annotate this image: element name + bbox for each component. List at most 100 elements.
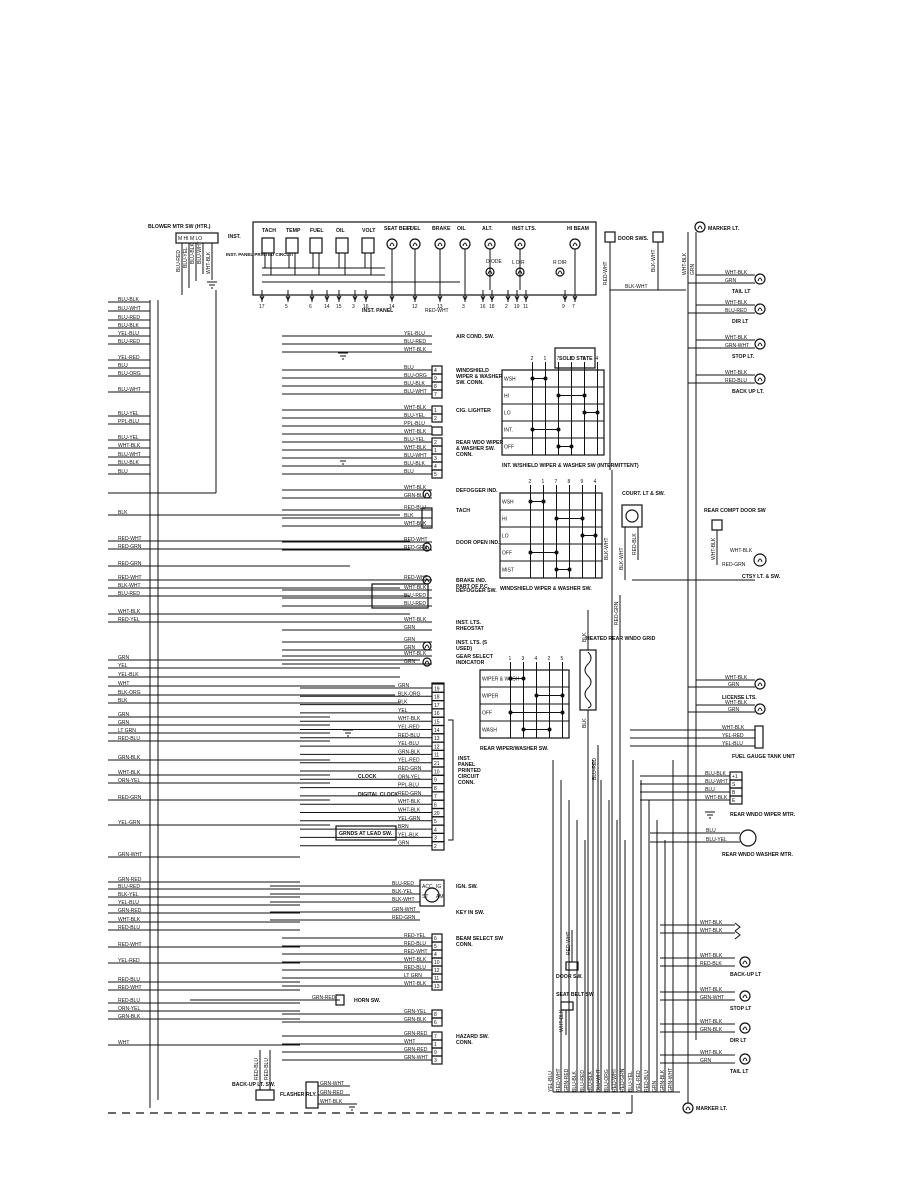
component-label: HORN SW. bbox=[354, 998, 381, 1004]
r-dir-label: R DIR bbox=[553, 260, 567, 266]
bottom-bus-label: RED-WHT bbox=[612, 1068, 618, 1092]
grid-col-label: 4 bbox=[594, 479, 597, 485]
component-wire-label: BLU bbox=[404, 469, 414, 475]
component-wire-label: BLU-RED bbox=[392, 881, 414, 887]
component-label-line: DEFOGGER IND. bbox=[456, 488, 498, 494]
component-wire-label: BLU-WHT bbox=[404, 453, 427, 459]
left-wire-label: RED-BLU bbox=[118, 736, 140, 742]
left-wire-label: YEL-GRN bbox=[118, 820, 141, 826]
pin-number: 10 bbox=[434, 960, 440, 966]
gauge-coil-icon bbox=[286, 238, 298, 253]
panel-pin-number: 12 bbox=[412, 304, 418, 310]
pin-number: 6 bbox=[434, 803, 437, 809]
grid-contact-dot bbox=[522, 677, 526, 681]
component-label-line: DOOR OPEN IND. bbox=[456, 540, 500, 546]
rear-compt-wire-label: WHT-BLK bbox=[730, 548, 753, 554]
grid-contact-dot bbox=[581, 534, 585, 538]
light-label: DIR LT bbox=[732, 319, 749, 325]
component-label-line: CONN. bbox=[456, 942, 473, 948]
grid-contact-dot bbox=[561, 711, 565, 715]
clock-label: CLOCK bbox=[358, 774, 377, 780]
grid-col-label: 2 bbox=[531, 356, 534, 362]
grid-row-label: OFF bbox=[482, 711, 492, 717]
connector-wire-label: RED-GRN bbox=[398, 791, 422, 797]
lamp-filament-icon bbox=[573, 243, 577, 246]
grid-row-label: WASH bbox=[482, 728, 497, 734]
flasher-label: FLASHER RLY. bbox=[280, 1092, 317, 1098]
left-wire-label: BLK bbox=[118, 510, 128, 516]
lamp-icon bbox=[570, 239, 580, 249]
pin-number: 3 bbox=[434, 836, 437, 842]
lighter-icon bbox=[432, 427, 442, 435]
bottom-bus-label: YEL-BLU bbox=[548, 1071, 554, 1092]
grid-contact-dot bbox=[596, 411, 600, 415]
panel-pin-number: 17 bbox=[259, 304, 265, 310]
connector-arrow-icon bbox=[735, 923, 740, 939]
component-wire-label: RED-YEL bbox=[404, 933, 426, 939]
lamp-filament-icon bbox=[743, 995, 747, 998]
panel-pin-number: 18 bbox=[489, 304, 495, 310]
left-wire-label: GRN-BLK bbox=[118, 1014, 141, 1020]
bottom-bus-label: GRN-WHT bbox=[668, 1068, 674, 1092]
left-wire-label: GRN-RED bbox=[118, 908, 142, 914]
l-dir-label: L DIR bbox=[512, 260, 525, 266]
lamp-label: BRAKE bbox=[432, 226, 451, 232]
connector-label-line: CONN. bbox=[458, 780, 475, 786]
left-wire-label: YEL-BLK bbox=[118, 672, 139, 678]
grid-col-label: 1 bbox=[544, 356, 547, 362]
left-wire-label: RED-WHT bbox=[118, 575, 142, 581]
pin-number: 16 bbox=[434, 711, 440, 717]
grid-contact-dot bbox=[561, 694, 565, 698]
connector-wire-label: GRN bbox=[398, 683, 410, 689]
connector-wire-label: YEL-RED bbox=[398, 758, 420, 764]
pin-number: 2 bbox=[434, 844, 437, 850]
lamp-filament-icon bbox=[758, 278, 762, 281]
pin-number: 1 bbox=[434, 448, 437, 454]
left-wire-bus: BLU-BLKBLU-WHTBLU-REDBLU-BLKYEL-BLUBLU-R… bbox=[108, 297, 420, 1046]
grid-contact-dot bbox=[568, 568, 572, 572]
left-wire-label: ORN-YEL bbox=[118, 778, 140, 784]
connector-wire-label: YEL-RED bbox=[398, 725, 420, 731]
ground-icon bbox=[207, 282, 217, 288]
light-wire-label: WHT-BLK bbox=[700, 1050, 723, 1056]
ignition-position: IG bbox=[436, 884, 441, 890]
gauge-label: TEMP bbox=[286, 228, 301, 234]
component-wire-label: BLU-RED bbox=[404, 339, 426, 345]
gauge-coil-icon bbox=[336, 238, 348, 253]
component-wire-label: GRN-RED bbox=[404, 1031, 428, 1037]
left-wire-label: BLU bbox=[118, 469, 128, 475]
component-label: DEFOGGER IND. bbox=[456, 488, 498, 494]
component-label-line: RHEOSTAT bbox=[456, 626, 485, 632]
component-label-line: CIG. LIGHTER bbox=[456, 408, 491, 414]
connector-wire-label: WHT-BLK bbox=[398, 716, 421, 722]
grid-row-label: HI bbox=[502, 517, 507, 523]
lamp-label: FUEL bbox=[407, 226, 421, 232]
rear-compt-wire-label: RED-GRN bbox=[722, 562, 746, 568]
flasher-wire-label: GRN-RED bbox=[320, 1090, 344, 1096]
lamp-icon bbox=[755, 374, 765, 384]
connector-bracket bbox=[448, 720, 453, 840]
bottom-bus-label: BLU-BLK bbox=[572, 1070, 578, 1092]
component-wire-label: WHT-BLK bbox=[404, 445, 427, 451]
pin-number: 12 bbox=[434, 744, 440, 750]
bottom-bus-label: BLU-WHT bbox=[596, 1069, 602, 1092]
marker-wire-label: GRN bbox=[690, 264, 696, 276]
pin-number: 18 bbox=[434, 695, 440, 701]
connector-wire-label: BLK-ORG bbox=[398, 691, 421, 697]
connector-wire-label: ORN-YEL bbox=[398, 774, 420, 780]
pin-number: 21 bbox=[434, 761, 440, 767]
